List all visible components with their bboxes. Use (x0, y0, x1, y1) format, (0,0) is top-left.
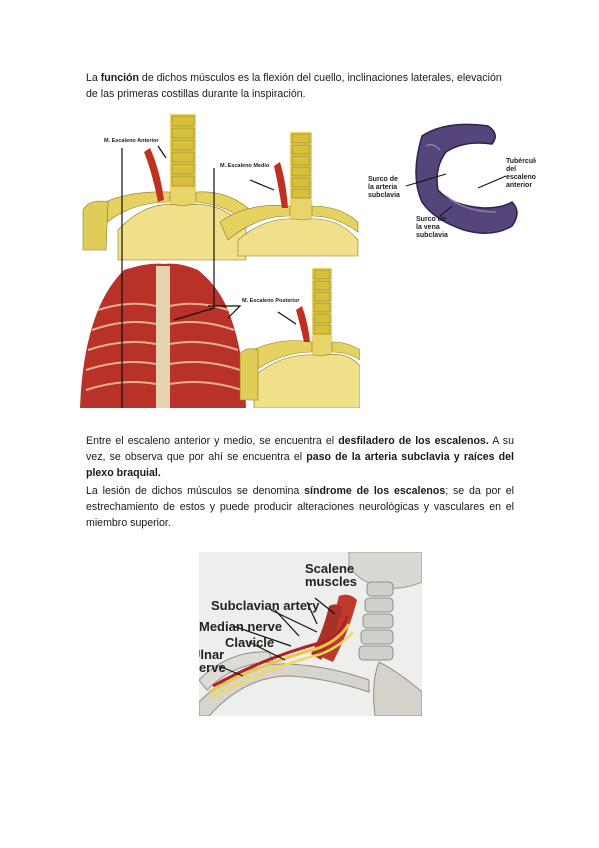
skeleton-medio (219, 132, 359, 257)
label-surco-arteria: Surco de la arteria subclavia (368, 176, 400, 200)
label-surco-vena: Surco de la vena subclavia (416, 216, 448, 240)
bold-text: función (100, 72, 139, 84)
text-line: subclavia (416, 232, 448, 239)
label-escaleno-anterior: M. Escaleno Anterior (104, 138, 159, 144)
text-line: Ulnar (199, 647, 225, 662)
thorax-muscles (80, 263, 246, 408)
text-line: la arteria (368, 184, 398, 191)
text-line: escaleno (506, 174, 536, 181)
text-line: muscles (305, 574, 358, 589)
text: de dichos músculos es la flexión del cue… (86, 72, 502, 100)
text-line: Scalene (305, 561, 355, 576)
text: La (86, 72, 101, 84)
paragraph-desfiladero: Entre el escaleno anterior y medio, se e… (86, 433, 514, 481)
text: Entre el escaleno anterior y medio, se e… (86, 435, 339, 447)
skeleton-anterior (82, 114, 251, 261)
rib-illustration (405, 123, 518, 234)
bold-text: paso de la arteria subclavia y raíces de… (86, 451, 514, 479)
bold-text: desfiladero de los escalenos. (338, 435, 489, 447)
text-line: Surco de (368, 176, 398, 183)
label-ulnar-nerve: Ulnar nerve (199, 648, 226, 674)
text: La lesión de dichos músculos se denomina (86, 485, 305, 497)
skeleton-posterior (239, 268, 360, 408)
text-line: Tubérculo (506, 158, 536, 165)
anatomy-illustration (199, 552, 422, 716)
text: A su vez, se observa que por ahí se encu… (86, 435, 514, 463)
figure-thoracic-outlet: Scalene muscles Subclavian artery Median… (199, 552, 422, 716)
label-tuberculo: Tubérculo del escaleno anterior (506, 158, 536, 190)
label-scalene-muscles: Scalene muscles (305, 562, 357, 588)
label-subclavian-artery: Subclavian artery (211, 598, 320, 613)
text-line: la vena (416, 224, 440, 231)
text-line: anterior (506, 182, 533, 189)
text-line: subclavia (368, 192, 400, 199)
text-line: del (506, 166, 517, 173)
text-line: nerve (199, 660, 226, 675)
figure-first-rib: Surco de la arteria subclavia Tubérculo … (366, 116, 536, 256)
paragraph-sindrome: La lesión de dichos músculos se denomina… (86, 483, 514, 531)
text-line: Surco de (416, 216, 446, 223)
label-median-nerve: Median nerve (199, 619, 283, 634)
paragraph-function: La función de dichos músculos es la flex… (86, 70, 514, 102)
label-escaleno-posterior: M. Escaleno Posterior (242, 298, 300, 304)
bold-text: síndrome de los escalenos (304, 485, 446, 497)
label-clavicle: Clavicle (225, 635, 275, 650)
scalene-illustration (80, 114, 360, 408)
label-escaleno-medio: M. Escaleno Medio (220, 163, 270, 169)
figure-scalene-muscles: M. Escaleno Anterior M. Escaleno Medio M… (78, 110, 360, 408)
text: ; se da por el estrechamiento de estos y… (86, 485, 515, 529)
